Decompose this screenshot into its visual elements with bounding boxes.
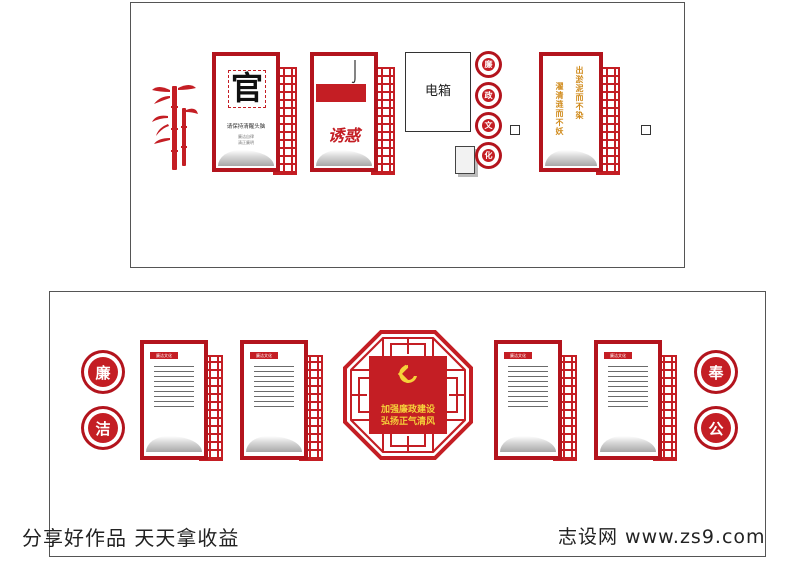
roundel-lian: 廉 [475, 51, 502, 78]
panel-small-line: 廉洁自律 [238, 134, 254, 139]
ink-landscape [545, 150, 597, 166]
poem-column: 濯清涟而不妖 [555, 82, 565, 136]
info-panel: 廉洁文化 [240, 340, 308, 460]
panel-small-line: 清正廉明 [238, 140, 254, 145]
panel-caption: 请保持清醒头脑 [226, 124, 266, 130]
bamboo-icon [152, 85, 198, 170]
roundel-lian-large: 廉 [81, 350, 125, 394]
panel-tag: 廉洁文化 [250, 352, 278, 359]
text-lines [154, 366, 194, 411]
panel-tag: 廉洁文化 [504, 352, 532, 359]
hammer-sickle-icon [397, 364, 417, 384]
electric-box-label: 电箱 [424, 84, 451, 99]
info-panel: 廉洁文化 [494, 340, 562, 460]
big-character: 官 [230, 69, 263, 107]
roundel-zheng: 政 [475, 82, 502, 109]
roundel-jie-large: 洁 [81, 406, 125, 450]
ink-landscape [246, 436, 302, 452]
ink-landscape [600, 436, 656, 452]
slogan-line: 弘扬正气清风 [380, 417, 435, 427]
ink-landscape [316, 150, 372, 166]
ink-landscape [500, 436, 556, 452]
watermark-left: 分享好作品 天天拿收益 [22, 526, 240, 550]
ink-landscape [146, 436, 202, 452]
display-panel-lotus: 出淤泥而不染 濯清涟而不妖 [539, 52, 603, 172]
electric-box: 电箱 [405, 52, 471, 132]
ink-landscape [218, 150, 274, 166]
panel-headline: 诱惑 [327, 126, 360, 145]
watermark-right: 志设网 www.zs9.com [558, 526, 766, 548]
octagon-lattice-frame [343, 330, 473, 460]
switch-box [455, 146, 475, 174]
red-banner [316, 84, 366, 102]
calligraphy-grid [228, 70, 266, 108]
panel-tag: 廉洁文化 [150, 352, 178, 359]
panel-tag: 廉洁文化 [604, 352, 632, 359]
text-lines [508, 366, 548, 411]
lattice-screen [371, 67, 395, 175]
display-panel-temptation: 诱惑 [310, 52, 378, 172]
text-lines [608, 366, 648, 411]
roundel-wen: 文 [475, 112, 502, 139]
roundel-gong-large: 公 [694, 406, 738, 450]
info-panel: 廉洁文化 [594, 340, 662, 460]
outlet-box [510, 125, 520, 135]
roundel-hua: 化 [475, 142, 502, 169]
text-lines [254, 366, 294, 411]
slogan-line: 加强廉政建设 [380, 405, 435, 415]
fishhook-icon [351, 60, 356, 84]
roundel-feng-large: 奉 [694, 350, 738, 394]
outlet-box [641, 125, 651, 135]
info-panel: 廉洁文化 [140, 340, 208, 460]
lattice-screen [273, 67, 297, 175]
poem-column: 出淤泥而不染 [575, 66, 585, 120]
display-panel-guan: 官 请保持清醒头脑 廉洁自律 清正廉明 [212, 52, 280, 172]
